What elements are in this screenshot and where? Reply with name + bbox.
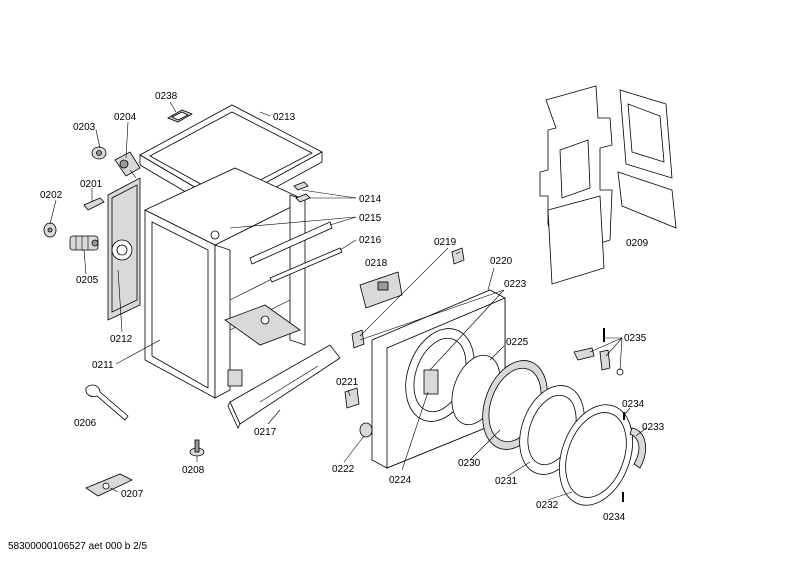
label-0209: 0209 xyxy=(626,238,649,249)
hinge-0235-part xyxy=(573,328,624,376)
wrench-0206-part xyxy=(85,384,129,421)
back-panel-part xyxy=(107,177,141,321)
door-lock-0218-part xyxy=(359,271,403,309)
pump-0205-part xyxy=(69,235,99,251)
label-0225: 0225 xyxy=(506,337,529,348)
label-0234-top: 0234 xyxy=(622,399,645,410)
label-0214: 0214 xyxy=(359,194,382,205)
foot-0208-part xyxy=(189,439,205,457)
label-0201: 0201 xyxy=(80,179,103,190)
leader-lines xyxy=(49,101,647,501)
clip-0223-left-part xyxy=(351,329,365,349)
label-0208: 0208 xyxy=(182,465,205,476)
bracket-0201-part xyxy=(83,197,105,211)
bracket-0207-part xyxy=(85,473,133,497)
label-0203: 0203 xyxy=(73,122,96,133)
label-0217: 0217 xyxy=(254,427,277,438)
label-0202: 0202 xyxy=(40,190,63,201)
label-0216: 0216 xyxy=(359,235,382,246)
plug-0202-part xyxy=(43,222,57,238)
label-0219: 0219 xyxy=(434,237,457,248)
label-0223: 0223 xyxy=(504,279,527,290)
label-0233: 0233 xyxy=(642,422,665,433)
label-0211: 0211 xyxy=(92,360,114,371)
part-0221 xyxy=(344,387,360,409)
rail-0216-part xyxy=(269,247,343,283)
label-0205: 0205 xyxy=(76,275,99,286)
clip-0219-part xyxy=(451,247,465,265)
plinth-panel-part xyxy=(227,344,341,429)
label-0232: 0232 xyxy=(536,500,559,511)
door-outer-ring-0232-part xyxy=(559,404,633,506)
label-0235: 0235 xyxy=(624,333,647,344)
label-0212: 0212 xyxy=(110,334,133,345)
label-0218: 0218 xyxy=(365,258,388,269)
label-0213: 0213 xyxy=(273,112,296,123)
label-0224: 0224 xyxy=(389,475,412,486)
bracket-0238-part xyxy=(167,109,193,123)
rail-0215-part xyxy=(249,221,333,265)
part-labels: 0238 0213 0203 0204 0201 0202 0205 0212 … xyxy=(40,91,665,523)
document-footer-id: 58300000106527 aet 000 b 2/5 xyxy=(8,541,148,552)
label-0234-bottom: 0234 xyxy=(603,512,626,523)
part-0222 xyxy=(359,422,373,438)
label-0207: 0207 xyxy=(121,489,144,500)
label-0222: 0222 xyxy=(332,464,355,475)
insulation-panels-0209-part xyxy=(539,85,677,285)
label-0238: 0238 xyxy=(155,91,178,102)
cabinet-housing-part xyxy=(144,167,306,399)
label-0230: 0230 xyxy=(458,458,481,469)
label-0206: 0206 xyxy=(74,418,97,429)
label-0220: 0220 xyxy=(490,256,513,267)
handle-0233-part xyxy=(629,427,646,469)
label-0204: 0204 xyxy=(114,112,137,123)
label-0221: 0221 xyxy=(336,377,359,388)
label-0231: 0231 xyxy=(495,476,518,487)
inlet-valve-0204-part xyxy=(114,151,141,179)
valve-0203-part xyxy=(91,146,107,160)
label-0215: 0215 xyxy=(359,213,382,224)
